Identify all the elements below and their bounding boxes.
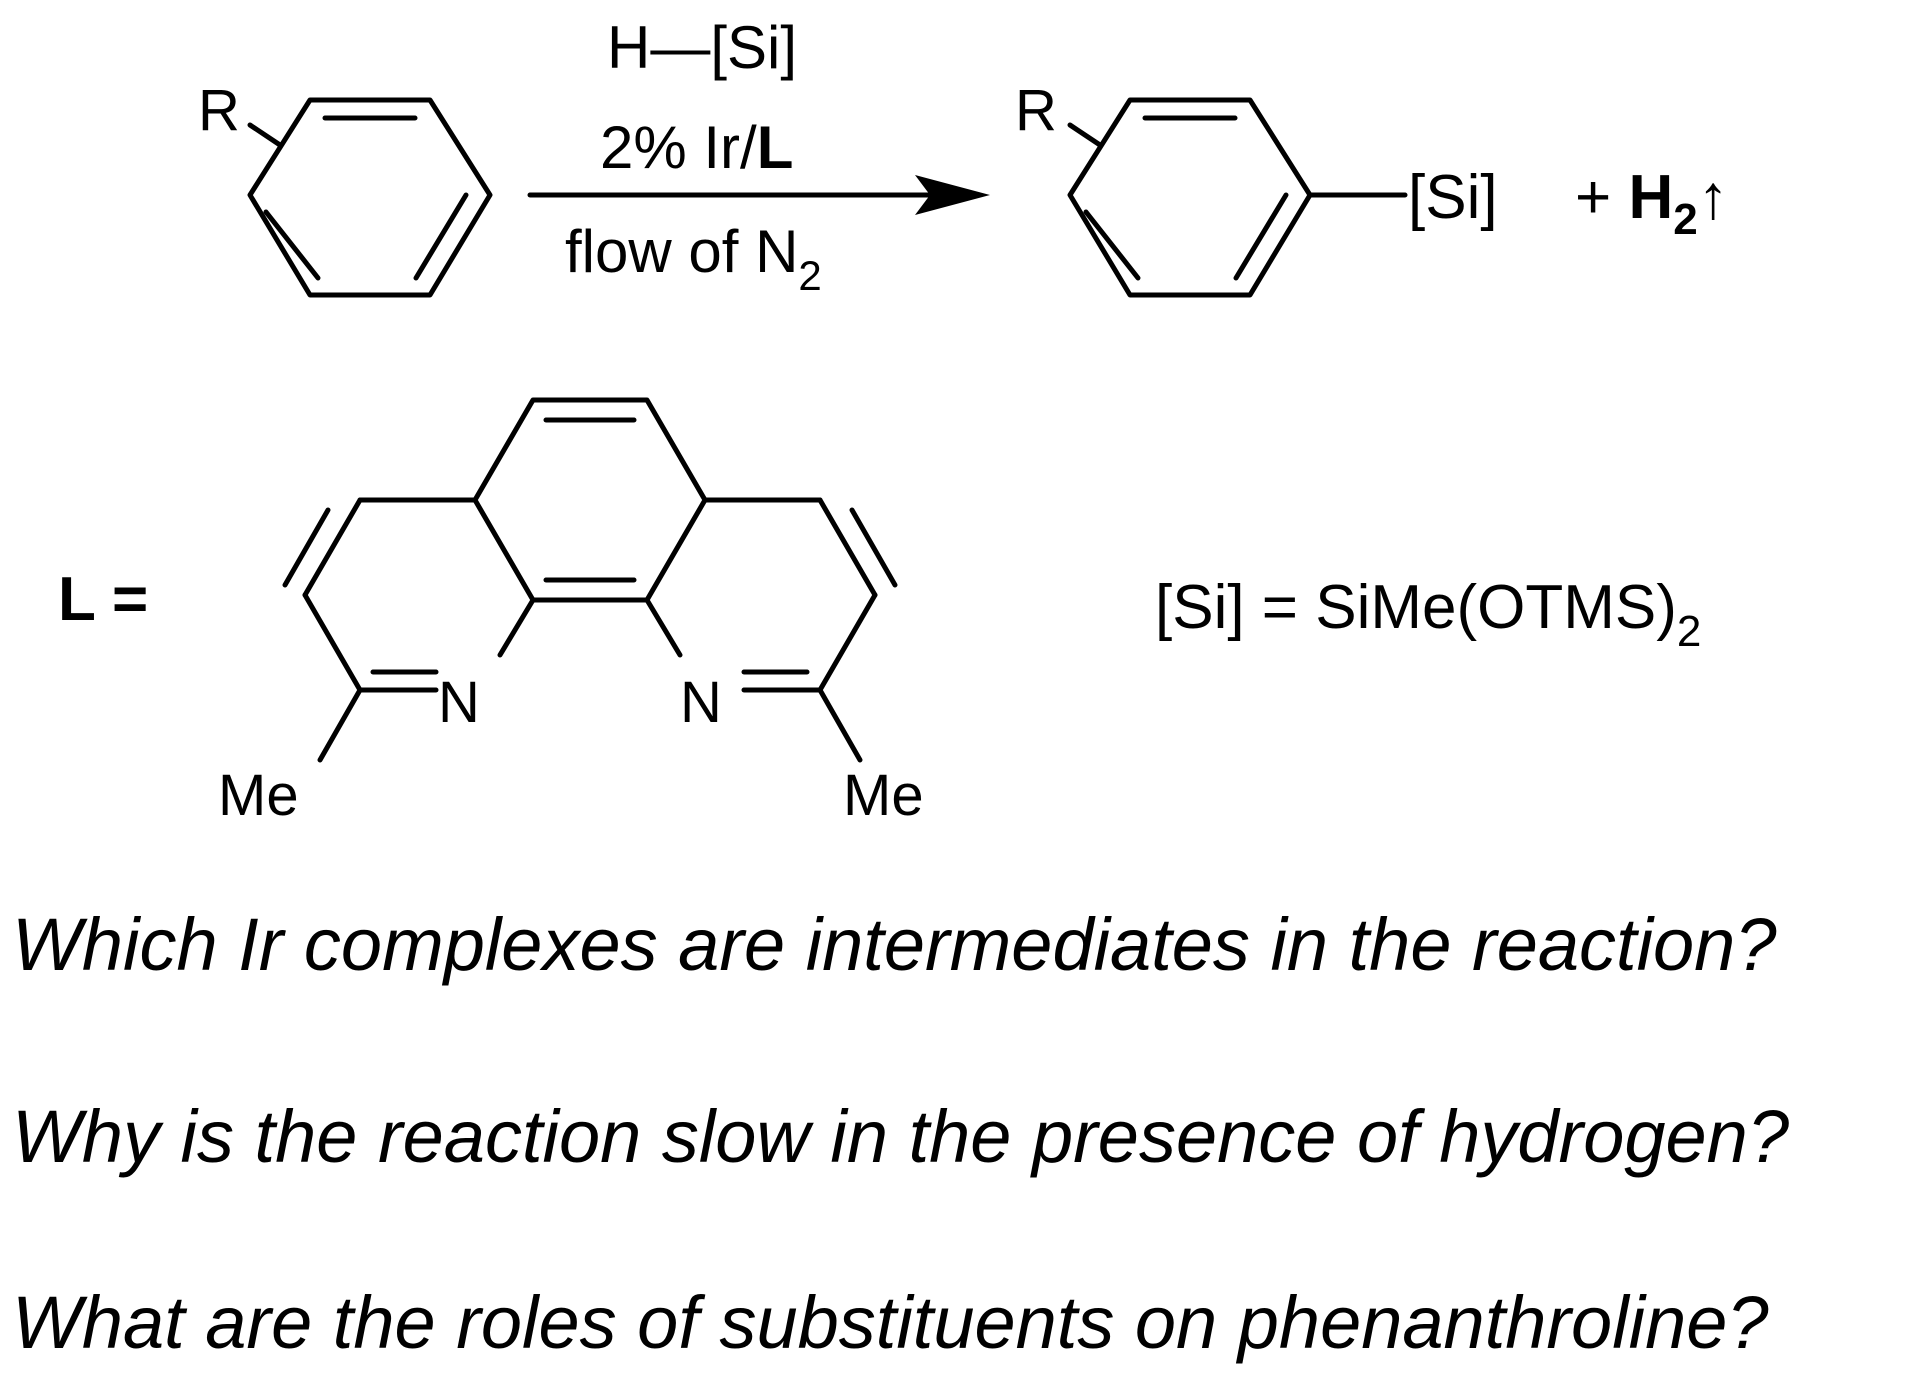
question-intermediates: Which Ir complexes are intermediates in … <box>12 903 1776 986</box>
phenanthroline-structure <box>282 397 898 763</box>
question-substituent-roles: What are the roles of substituents on ph… <box>12 1281 1769 1364</box>
methyl-left: Me <box>218 763 299 828</box>
nitrogen-left: N <box>438 670 480 735</box>
catalyst-label: 2% Ir/L <box>600 114 793 181</box>
question-hydrogen-rate: Why is the reaction slow in the presence… <box>12 1095 1789 1178</box>
silane-reagent-label: H—[Si] <box>607 14 797 81</box>
silyl-definition: [Si] = SiMe(OTMS)2 <box>1155 573 1701 656</box>
reactant-benzene <box>247 97 493 298</box>
reactant-substituent: R <box>198 78 240 143</box>
product-benzene <box>1067 97 1408 298</box>
hydrogen-byproduct: + H2↑ <box>1575 163 1729 244</box>
nitrogen-right: N <box>680 670 722 735</box>
ligand-label: L = <box>58 565 148 634</box>
conditions-label: flow of N2 <box>565 218 822 299</box>
reaction-arrow <box>527 175 990 215</box>
methyl-right: Me <box>843 763 924 828</box>
product-silyl-group: [Si] <box>1408 163 1498 232</box>
product-substituent: R <box>1015 78 1057 143</box>
